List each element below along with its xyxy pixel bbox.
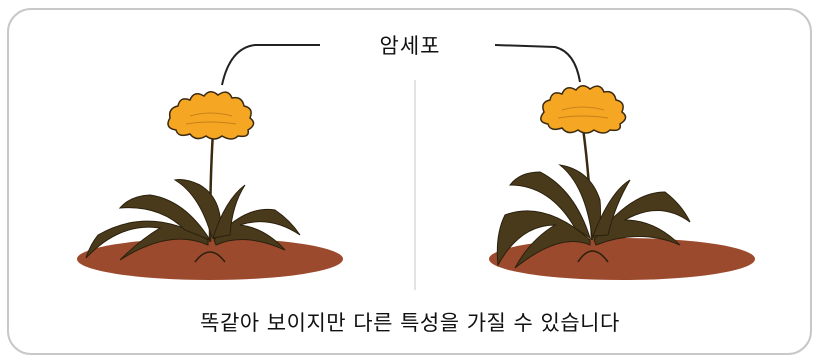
cancer-cell-label: 암세포 (379, 34, 441, 58)
right-leaf-4 (593, 191, 691, 246)
right-leaf-2 (508, 171, 591, 240)
right-leaf-1 (496, 210, 591, 269)
right-leaf-5 (592, 179, 631, 237)
left-leaf-1 (85, 220, 209, 261)
left-flower-head (167, 91, 255, 140)
left-soil (77, 238, 343, 280)
left-leaf-3 (173, 179, 222, 241)
diagram-frame (7, 8, 812, 355)
right-dandelion-plant (489, 85, 755, 280)
right-soil (489, 238, 755, 280)
caption-text: 똑같아 보이지만 다른 특성을 가질 수 있습니다 (200, 311, 620, 335)
left-leaf-4 (213, 208, 301, 251)
right-flower-head (540, 85, 627, 134)
left-dandelion-plant (77, 91, 343, 280)
left-leaf-2 (118, 194, 212, 242)
left-leaf-5 (212, 184, 246, 239)
leader-line-left (221, 44, 320, 86)
leader-line-right (494, 44, 581, 83)
